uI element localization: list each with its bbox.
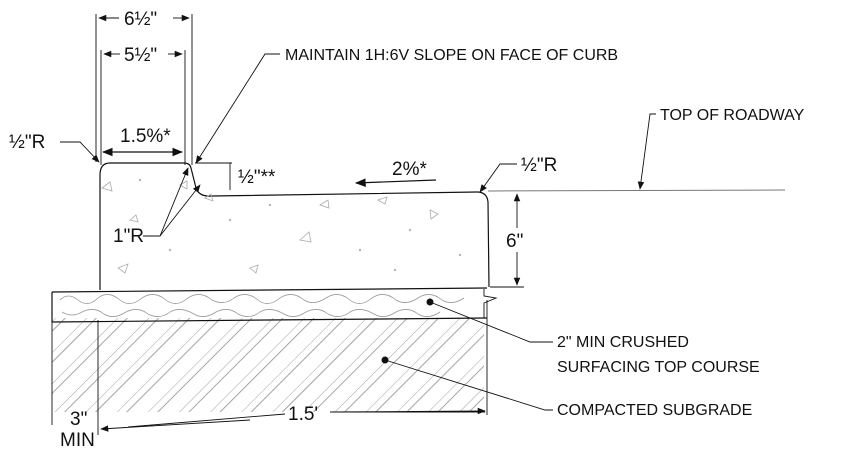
face-step-annotation: ½"** (195, 162, 276, 190)
radius-label-left: ½"R (9, 132, 45, 153)
slope-label-2: 2%* (392, 159, 427, 180)
note-subgrade: COMPACTED SUBGRADE (557, 402, 752, 419)
dimension-base-depth: 3" MIN (51, 322, 95, 450)
compacted-subgrade-note: COMPACTED SUBGRADE (381, 356, 752, 419)
dimension-base-width: 1.5' (97, 300, 488, 435)
note-crushed-line2: SURFACING TOP COURSE (557, 359, 760, 376)
top-of-roadway-line (487, 189, 786, 192)
note-top-of-roadway: TOP OF ROADWAY (660, 107, 805, 124)
face-slope-note: MAINTAIN 1H:6V SLOPE ON FACE OF CURB (195, 47, 618, 164)
dim-label-5-5: 5½" (124, 45, 157, 66)
dim-label-3in: 3" (70, 409, 87, 430)
radius-label-right: ½"R (521, 155, 557, 176)
dimension-top-width-outer: 6½" (95, 9, 193, 165)
roadway-slope-annotation: 2%* (354, 159, 437, 187)
dim-label-6: 6" (506, 231, 523, 252)
dim-label-6-5: 6½" (124, 9, 157, 30)
crushed-surfacing-layer (51, 287, 498, 323)
top-slope-annotation: 1.5%* (101, 126, 184, 157)
note-face-slope: MAINTAIN 1H:6V SLOPE ON FACE OF CURB (285, 47, 618, 64)
dim-label-min: MIN (60, 430, 95, 450)
face-step-label: ½"** (238, 167, 276, 188)
compacted-subgrade-region (52, 318, 484, 412)
curb-concrete (99, 162, 490, 290)
right-radius-annotation: ½"R (479, 155, 557, 193)
note-crushed-line1: 2" MIN CRUSHED (557, 334, 689, 351)
left-radius-annotation: ½"R (9, 132, 100, 163)
radius-label-1in: 1"R (113, 226, 144, 247)
top-of-roadway-note: TOP OF ROADWAY (637, 107, 805, 190)
dim-label-1-5ft: 1.5' (288, 404, 318, 425)
dimension-top-width-inner: 5½" (100, 45, 186, 165)
inner-radius-annotation: 1"R (113, 167, 201, 247)
crushed-surfacing-note: 2" MIN CRUSHED SURFACING TOP COURSE (426, 298, 760, 376)
dimension-curb-height: 6" (490, 193, 524, 288)
slope-label-1-5: 1.5%* (120, 126, 171, 147)
